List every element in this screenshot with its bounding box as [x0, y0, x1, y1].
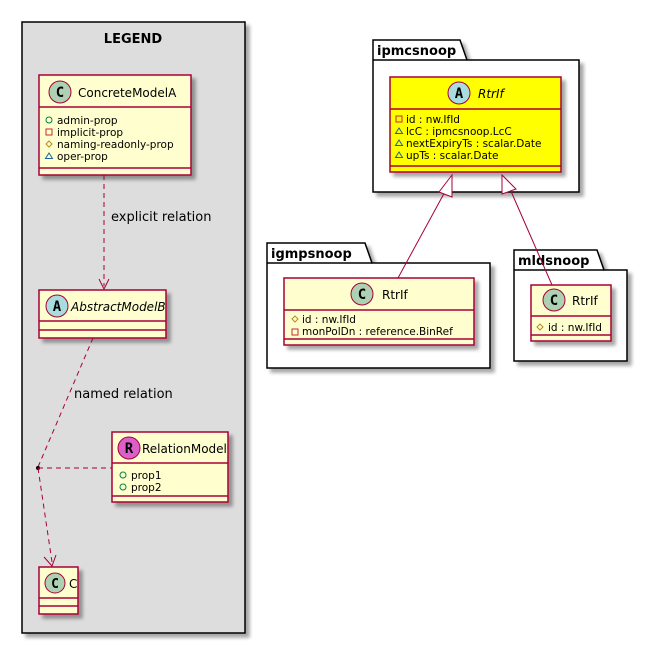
class-prop: id : nw.IfId — [302, 314, 356, 326]
class-name: RtrIf — [478, 87, 506, 101]
class-prop: upTs : scalar.Date — [406, 150, 499, 162]
package-name: ipmcsnoop — [377, 44, 456, 59]
class-name: C — [69, 577, 77, 591]
class-prop: nextExpiryTs : scalar.Date — [406, 138, 541, 150]
private-visibility-icon — [395, 115, 403, 123]
named-relation-arrow: named relation — [36, 337, 173, 567]
class-prop: prop2 — [131, 482, 162, 494]
private-visibility-icon — [45, 128, 53, 136]
legend-target-class: C C — [38, 566, 79, 615]
legend-abstract-class: A AbstractModelB — [38, 289, 167, 339]
class-prop: oper-prop — [57, 151, 108, 163]
class-prop: lcC : ipmcsnoop.LcC — [406, 126, 512, 138]
svg-text:A: A — [53, 299, 62, 315]
igmpsnoop-rtrif-class: C RtrIf id : nw.IfId monPolDn : referenc… — [283, 277, 475, 346]
package-name: mldsnoop — [518, 254, 589, 269]
svg-text:C: C — [358, 287, 366, 303]
class-stereotype-icon — [48, 80, 72, 104]
public-visibility-icon — [119, 471, 127, 479]
package-visibility-icon — [394, 151, 404, 158]
class-prop: monPolDn : reference.BinRef — [302, 326, 453, 338]
class-stereotype-icon — [542, 288, 566, 312]
svg-text:C: C — [550, 293, 558, 309]
legend-concrete-class: C ConcreteModelA admin-prop implicit-pro… — [38, 74, 192, 176]
public-visibility-icon — [119, 483, 127, 491]
package-visibility-icon — [394, 127, 404, 134]
svg-text:C: C — [51, 577, 59, 592]
svg-text:C: C — [56, 85, 64, 101]
class-name: AbstractModelB — [70, 300, 166, 314]
class-name: RelationModel — [142, 442, 227, 456]
protected-visibility-icon — [291, 315, 299, 323]
class-prop: admin-prop — [57, 115, 118, 127]
class-name: RtrIf — [382, 288, 409, 302]
named-relation-label: named relation — [74, 387, 173, 402]
class-prop: id : nw.IfId — [548, 322, 602, 334]
protected-visibility-icon — [536, 323, 544, 331]
package-name: igmpsnoop — [271, 247, 352, 262]
class-prop: implicit-prop — [57, 127, 123, 139]
protected-visibility-icon — [45, 140, 53, 148]
ipmcsnoop-rtrif-class: A RtrIf id : nw.IfId lcC : ipmcsnoop.LcC… — [389, 76, 562, 173]
private-visibility-icon — [291, 328, 299, 336]
inheritance-igmpsnoop-edge — [397, 173, 453, 279]
class-stereotype-icon — [350, 282, 374, 306]
svg-text:A: A — [455, 86, 464, 102]
class-name: ConcreteModelA — [78, 86, 177, 100]
package-visibility-icon — [394, 139, 404, 146]
class-prop: prop1 — [131, 470, 162, 482]
public-visibility-icon — [45, 116, 53, 124]
svg-text:R: R — [125, 441, 134, 457]
inheritance-mldsnoop-edge — [501, 173, 553, 286]
package-visibility-icon — [44, 152, 54, 159]
class-prop: id : nw.IfId — [406, 114, 460, 126]
class-name: RtrIf — [572, 294, 599, 308]
legend-title: LEGEND — [104, 32, 163, 47]
mldsnoop-rtrif-class: C RtrIf id : nw.IfId — [530, 284, 612, 342]
explicit-relation-arrow: explicit relation — [98, 175, 211, 291]
explicit-relation-label: explicit relation — [111, 210, 211, 225]
relation-stereotype-icon — [117, 436, 141, 460]
class-prop: naming-readonly-prop — [57, 139, 174, 151]
legend-relation-class: R RelationModel prop1 prop2 — [111, 431, 229, 503]
class-stereotype-icon — [44, 572, 66, 594]
abstract-stereotype-icon — [45, 294, 69, 318]
abstract-stereotype-icon — [447, 81, 471, 105]
